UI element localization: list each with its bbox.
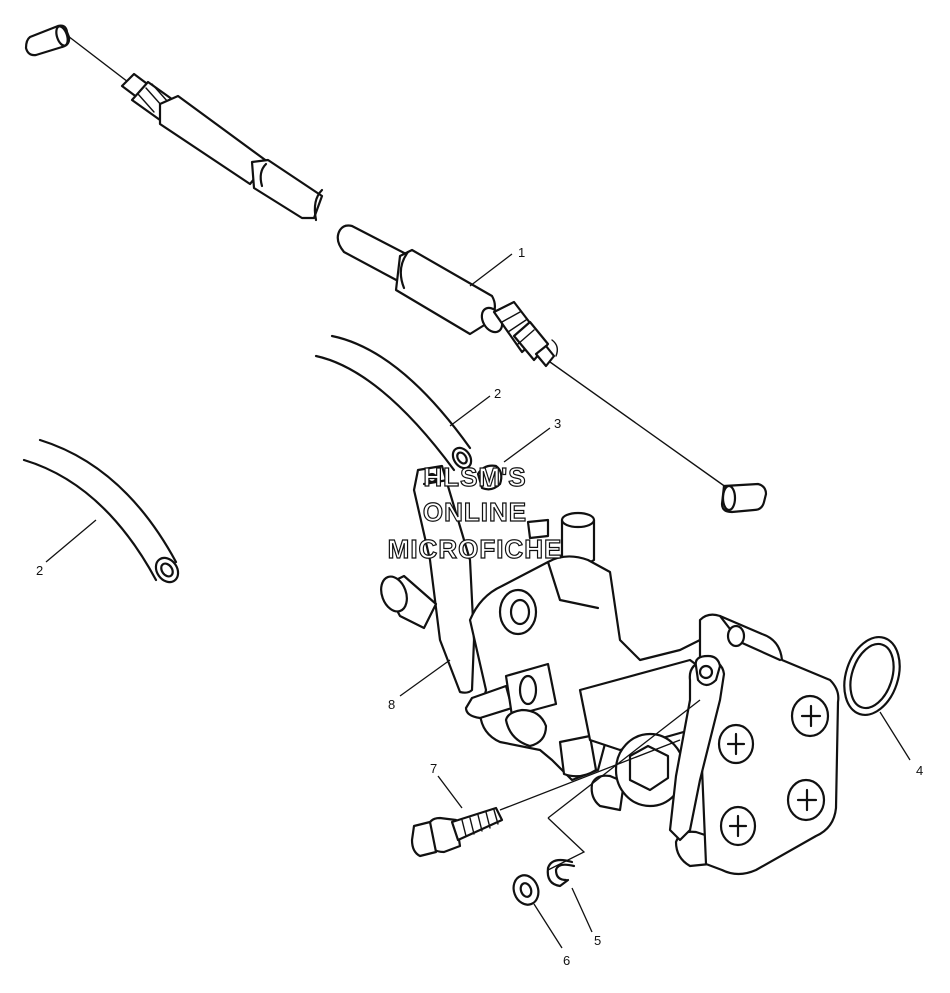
callout-7: 7 xyxy=(430,761,437,776)
oil-pump-body xyxy=(380,511,840,876)
cable-lower-end-nipple xyxy=(720,482,768,514)
callout-2-upper: 2 xyxy=(494,386,501,401)
washer xyxy=(512,874,540,906)
watermark: HLSM'S ONLINE MICROFICHE xyxy=(387,461,563,564)
circlip xyxy=(546,858,576,888)
o-ring xyxy=(843,636,901,716)
callout-1: 1 xyxy=(518,245,525,260)
cover-screw-1 xyxy=(790,694,830,738)
cable-upper-end-nipple xyxy=(24,24,71,57)
oil-line-left xyxy=(22,438,180,584)
cover-screw-2 xyxy=(717,723,755,765)
callout-leaders xyxy=(45,253,911,949)
cover-screw-4 xyxy=(719,805,757,847)
cable-upper-sheath xyxy=(158,94,324,222)
callout-8: 8 xyxy=(388,697,395,712)
oil-line-upper xyxy=(314,334,473,472)
cable-lower-adjuster xyxy=(480,300,559,368)
pump-control-lever xyxy=(668,654,726,842)
watermark-line-1: HLSM'S xyxy=(423,462,526,492)
callout-5: 5 xyxy=(594,933,601,948)
watermark-line-3: MICROFICHE xyxy=(388,534,563,564)
cable-lower-sheath xyxy=(336,224,497,336)
callout-3: 3 xyxy=(554,416,561,431)
callout-6: 6 xyxy=(563,953,570,968)
callout-2-left: 2 xyxy=(36,563,43,578)
assembly-lines xyxy=(499,699,701,871)
cover-screw-3 xyxy=(786,778,826,822)
screw xyxy=(410,806,504,858)
watermark-line-2: ONLINE xyxy=(423,497,527,527)
line-clamp xyxy=(476,464,503,491)
throttle-cable xyxy=(24,24,768,514)
callout-4: 4 xyxy=(916,763,923,778)
